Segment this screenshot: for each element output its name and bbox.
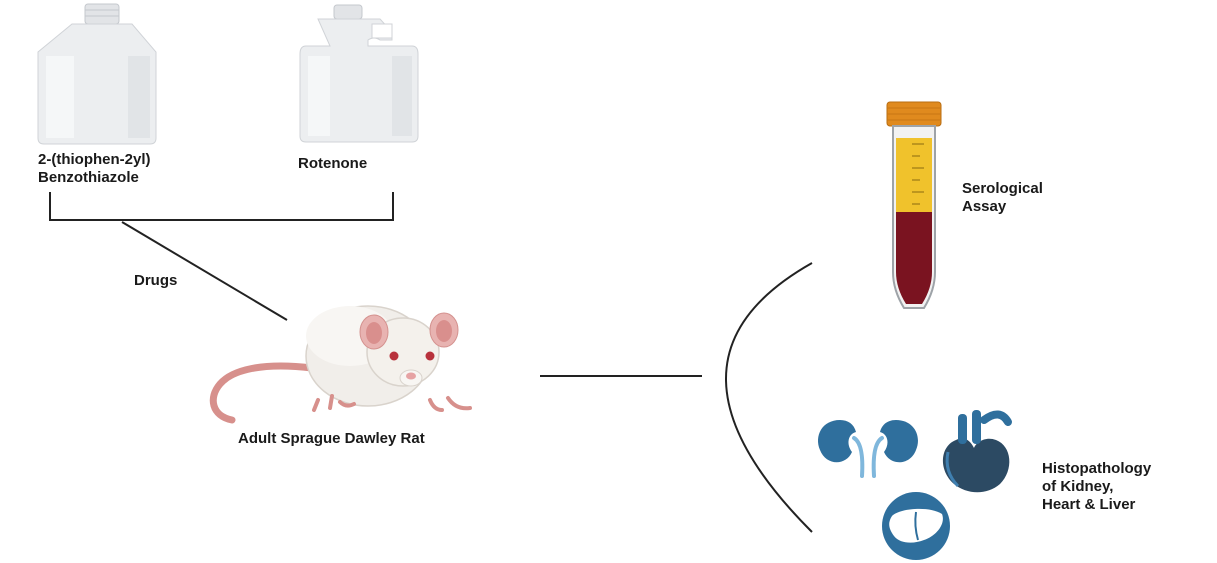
- compound-a-label: 2-(thiophen-2yl) Benzothiazole: [38, 151, 151, 187]
- subject-label: Adult Sprague Dawley Rat: [238, 430, 425, 448]
- serological-assay-label: Serological Assay: [962, 180, 1043, 216]
- compound-a-line-1: 2-(thiophen-2yl): [38, 151, 151, 169]
- blood-tube-icon: [887, 102, 941, 308]
- histo-line-3: Heart & Liver: [1042, 496, 1151, 514]
- kidneys-icon: [818, 420, 918, 476]
- outcomes-arc: [726, 263, 812, 532]
- heart-icon: [943, 410, 1009, 492]
- drug-bracket: [50, 192, 393, 220]
- drugs-label: Drugs: [134, 272, 177, 290]
- compound-a-line-2: Benzothiazole: [38, 169, 151, 187]
- rat-tail: [213, 366, 312, 420]
- rat-icon: [213, 306, 470, 420]
- serological-line-2: Assay: [962, 198, 1043, 216]
- jerrycan-icon: [300, 5, 418, 142]
- liver-icon: [882, 492, 950, 560]
- drugs-to-rat-line: [122, 222, 287, 320]
- compound-b-label: Rotenone: [298, 155, 367, 173]
- histo-line-1: Histopathology: [1042, 460, 1151, 478]
- histopathology-label: Histopathology of Kidney, Heart & Liver: [1042, 460, 1151, 514]
- serological-line-1: Serological: [962, 180, 1043, 198]
- bottle-icon: [38, 4, 156, 144]
- histo-line-2: of Kidney,: [1042, 478, 1151, 496]
